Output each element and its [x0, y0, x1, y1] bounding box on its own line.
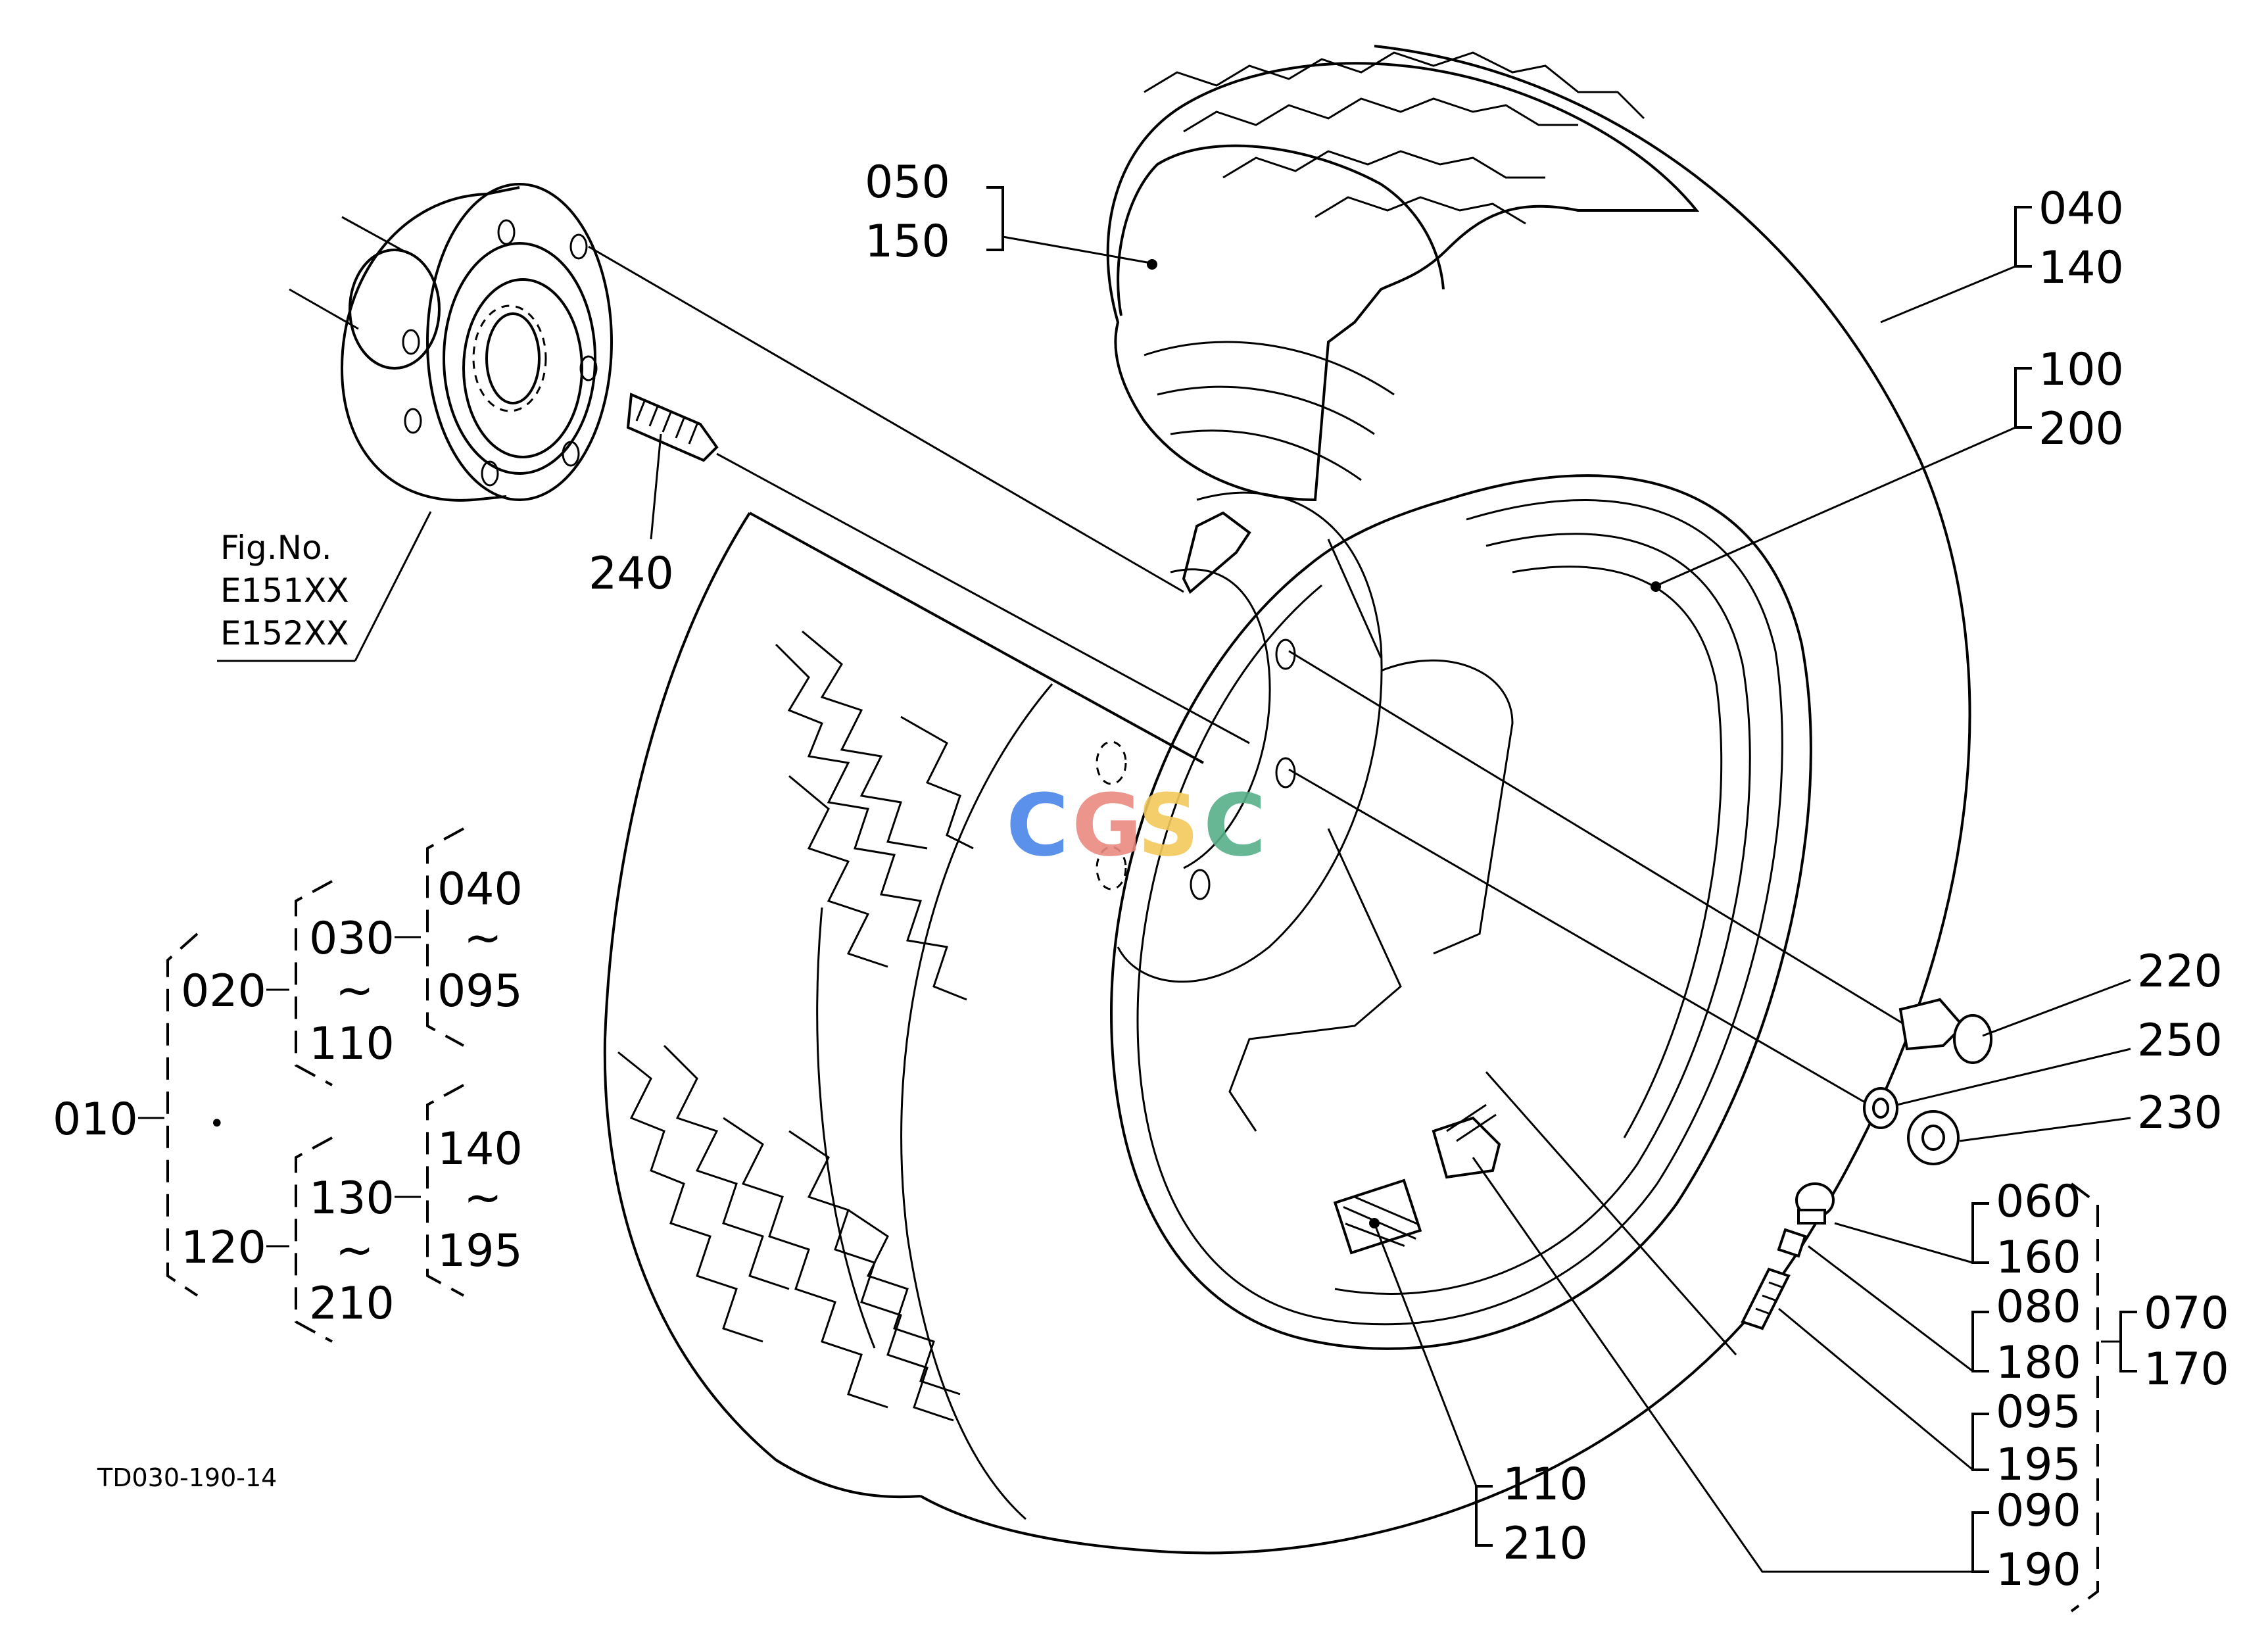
hier-upper-detail-range: ~	[464, 911, 502, 965]
callout-240: 240	[589, 548, 674, 600]
leader-lines	[217, 186, 2137, 1613]
figure-reference: Fig.No. E151XX E152XX TD030-190-14	[97, 529, 349, 1492]
callout-230: 230	[2137, 1087, 2223, 1139]
hier-root: 010	[53, 1094, 138, 1146]
callout-150: 150	[865, 216, 950, 268]
tire-section	[1106, 51, 1700, 502]
callout-250: 250	[2137, 1015, 2223, 1067]
hier-lower-detail-from: 140	[437, 1123, 523, 1175]
hier-lower-detail-to: 195	[437, 1225, 523, 1277]
callout-060: 060	[1996, 1176, 2081, 1228]
callout-180: 180	[1996, 1337, 2081, 1389]
assembly-lines	[588, 245, 1908, 1113]
hier-upper: 020	[181, 965, 266, 1017]
callout-090: 090	[1996, 1485, 2081, 1537]
hub-flange	[289, 183, 613, 502]
cgsc-watermark: C G S C	[1006, 775, 1266, 875]
callout-190: 190	[1996, 1544, 2081, 1596]
callout-095: 095	[1996, 1386, 2081, 1438]
callout-210: 210	[1503, 1518, 1588, 1570]
hier-lower-sub-range: ~	[335, 1223, 374, 1277]
hardware-bolt-nut	[1863, 998, 1992, 1165]
callout-070: 070	[2144, 1288, 2229, 1340]
hier-lower: 120	[181, 1222, 266, 1274]
callout-195: 195	[1996, 1439, 2081, 1491]
hier-upper-detail-to: 095	[437, 965, 523, 1017]
hier-lower-sub-from: 130	[309, 1173, 395, 1225]
hier-upper-sub-from: 030	[309, 913, 395, 965]
figure-ref-2: E152XX	[220, 614, 349, 652]
hierarchy-brackets	[138, 827, 464, 1343]
valve-parts	[1741, 1182, 1835, 1330]
watermark-letter-4: C	[1203, 775, 1266, 875]
callout-140: 140	[2039, 242, 2124, 294]
callout-200: 200	[2039, 403, 2124, 455]
tread-pattern	[617, 630, 974, 1422]
callout-220: 220	[2137, 946, 2223, 998]
hier-upper-detail-from: 040	[437, 863, 523, 915]
rim	[1109, 474, 1812, 1350]
hier-lower-detail-range: ~	[464, 1171, 502, 1225]
tire	[603, 45, 1971, 1555]
watermark-letter-3: S	[1138, 775, 1199, 875]
hier-lower-sub-to: 210	[309, 1278, 395, 1330]
hier-upper-sub-range: ~	[335, 963, 374, 1017]
callout-170: 170	[2144, 1344, 2229, 1395]
figure-ref-1: E151XX	[220, 571, 349, 610]
hier-upper-sub-to: 110	[309, 1018, 395, 1070]
watermark-letter-1: C	[1006, 775, 1069, 875]
figure-ref-heading: Fig.No.	[220, 529, 332, 567]
hierarchy-labels: 010 • 020 120 030 ~ 110 040 ~ 095 130 ~ …	[53, 863, 523, 1330]
callout-100: 100	[2039, 344, 2124, 396]
callout-080: 080	[1996, 1281, 2081, 1333]
callout-160: 160	[1996, 1232, 2081, 1284]
hier-dot: •	[209, 1109, 225, 1139]
callout-040: 040	[2039, 183, 2124, 235]
callout-labels: 050 150 040 140 100 200 240 220 250 230 …	[589, 157, 2229, 1596]
callout-110: 110	[1503, 1459, 1588, 1511]
watermark-letter-2: G	[1072, 775, 1142, 875]
wheel-stud	[626, 393, 719, 462]
drawing-code: TD030-190-14	[97, 1463, 277, 1492]
callout-050: 050	[865, 157, 950, 208]
